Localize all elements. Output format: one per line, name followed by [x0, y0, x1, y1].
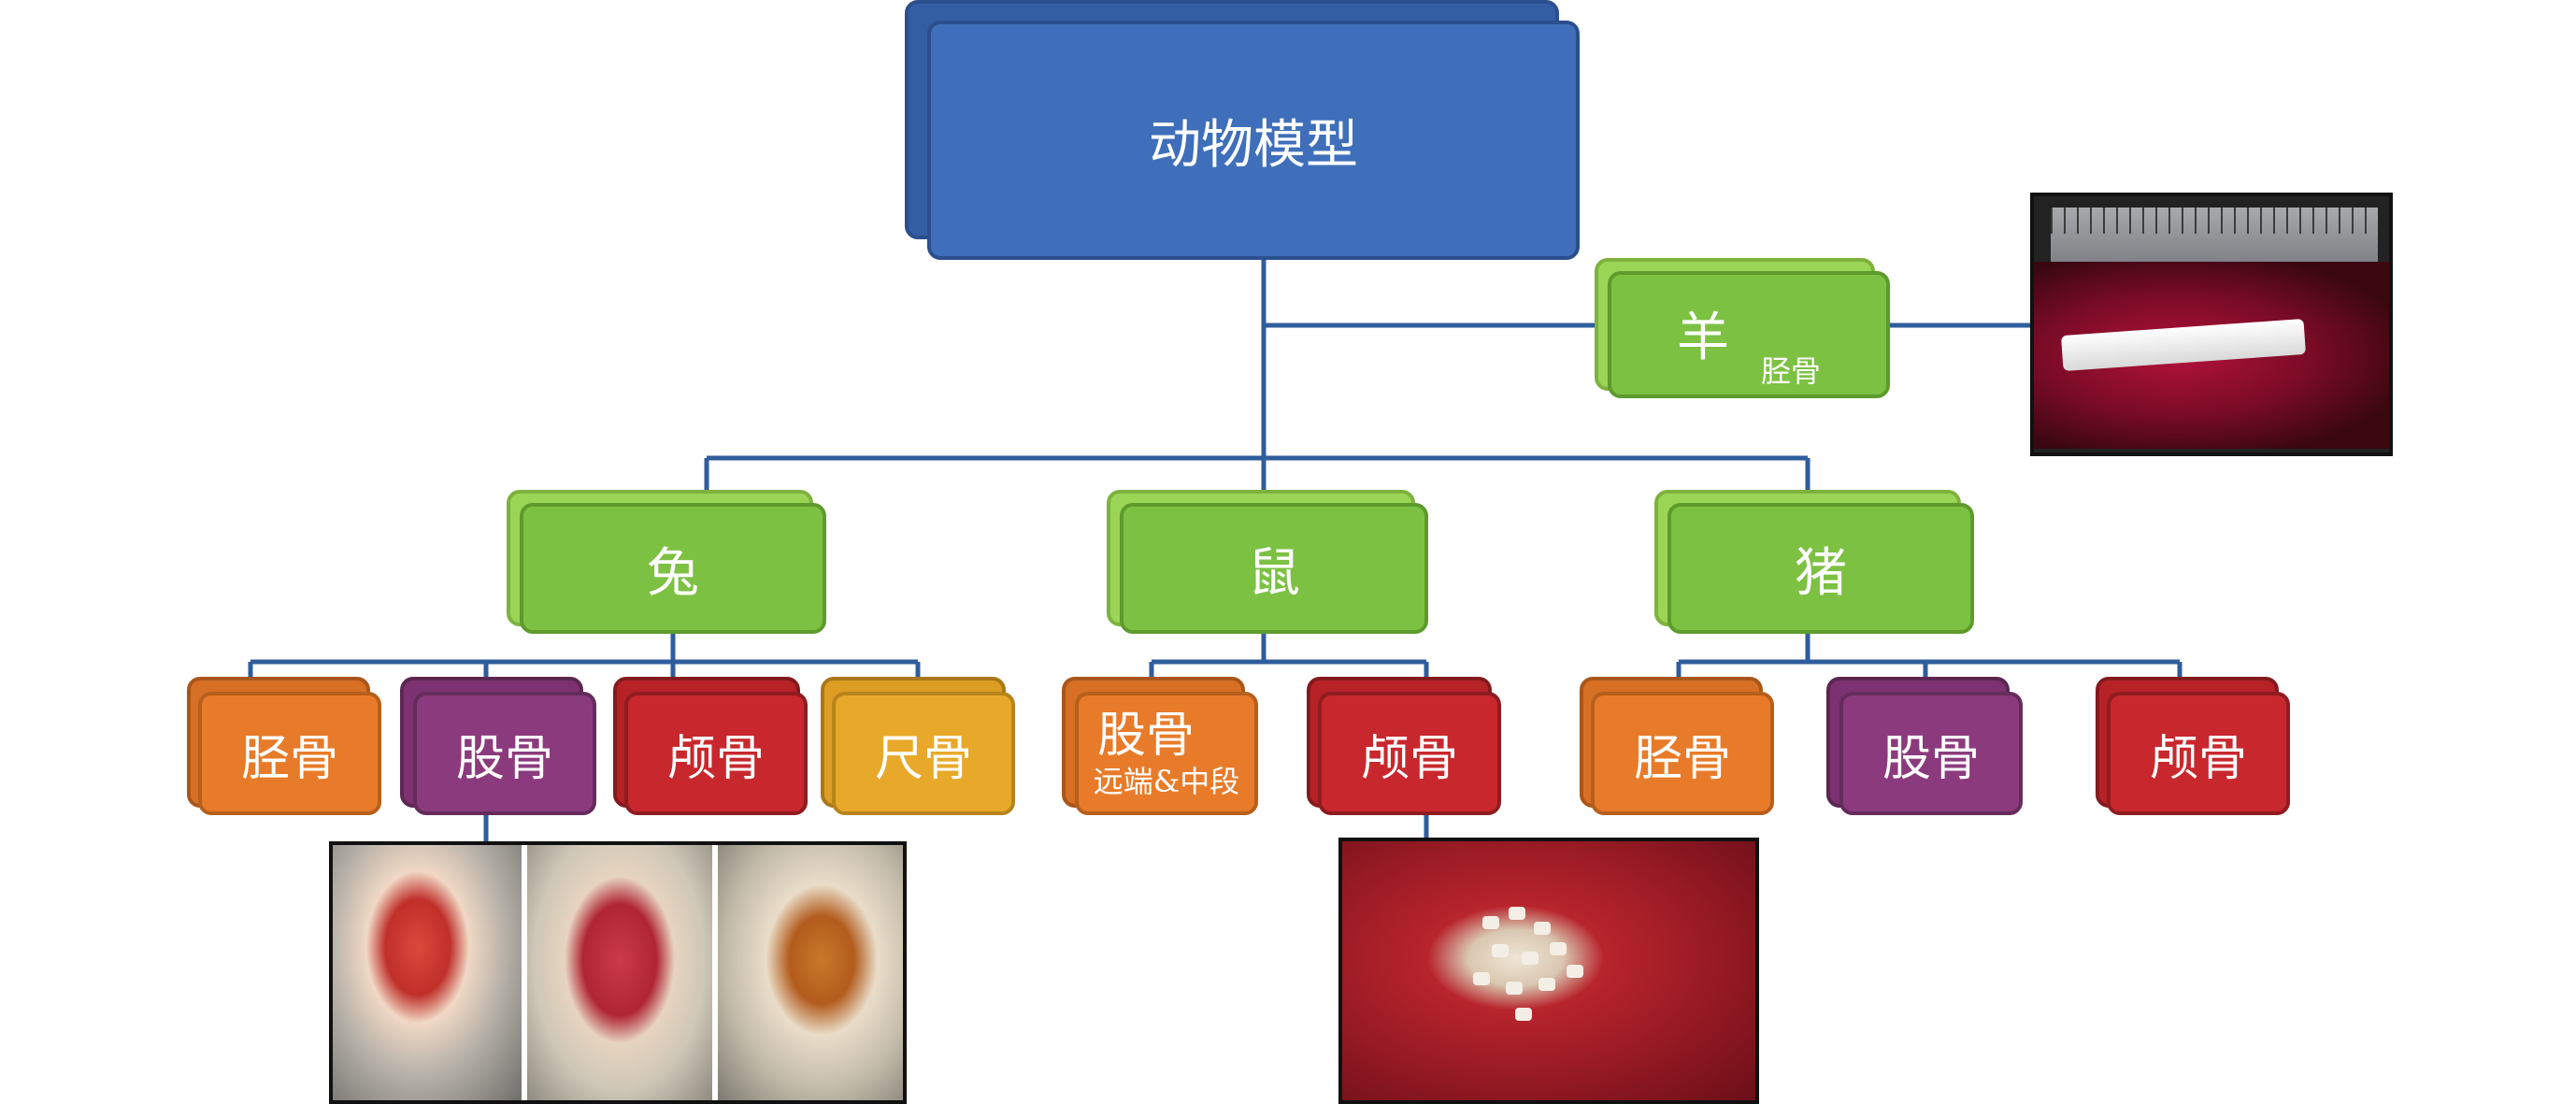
pig-label: 猪	[1795, 542, 1847, 604]
surgery-photo-2	[527, 845, 712, 1100]
rabbit-skull-node: 颅骨	[624, 692, 808, 815]
rabbit-femur-label: 股骨	[455, 730, 553, 787]
rabbit-ulna-node: 尺骨	[832, 692, 1015, 815]
rat-femur-sub-label: 远端&中段	[1093, 763, 1240, 799]
rat-label: 鼠	[1248, 542, 1300, 604]
rabbit-ulna-label: 尺骨	[874, 730, 972, 787]
sheep-sub-label: 胫骨	[1761, 353, 1822, 389]
rabbit-node: 兔	[520, 503, 826, 634]
pig-skull-label: 颅骨	[2149, 730, 2247, 787]
surgery-photo-1	[333, 845, 522, 1100]
pig-tibia-node: 胫骨	[1591, 692, 1774, 815]
rat-node: 鼠	[1120, 503, 1428, 634]
pig-tibia-label: 胫骨	[1633, 730, 1731, 787]
pig-node: 猪	[1667, 503, 1974, 634]
rat-skull-photo	[1338, 838, 1759, 1104]
rabbit-femur-photo	[329, 841, 907, 1104]
rabbit-femur-node: 股骨	[413, 692, 596, 815]
ruler-image	[2051, 208, 2378, 265]
rabbit-label: 兔	[647, 542, 699, 604]
root-node-animal-models: 动物模型	[927, 21, 1580, 260]
sheep-node: 羊 胫骨	[1608, 271, 1890, 398]
rabbit-skull-label: 颅骨	[666, 730, 765, 787]
pig-femur-label: 股骨	[1882, 730, 1980, 787]
surgery-photo-3	[718, 845, 903, 1100]
pig-skull-node: 颅骨	[2107, 692, 2290, 815]
rat-skull-node: 颅骨	[1318, 692, 1501, 815]
root-label: 动物模型	[1149, 114, 1358, 176]
sheep-tibia-photo	[2030, 193, 2393, 456]
rat-femur-node: 股骨 远端&中段	[1075, 692, 1258, 815]
rat-femur-label: 股骨	[1097, 707, 1195, 764]
rabbit-tibia-node: 胫骨	[198, 692, 381, 815]
pig-femur-node: 股骨	[1839, 692, 2023, 815]
sheep-label: 羊	[1677, 308, 1729, 368]
rabbit-tibia-label: 胫骨	[240, 730, 338, 787]
rat-skull-label: 颅骨	[1360, 730, 1458, 787]
